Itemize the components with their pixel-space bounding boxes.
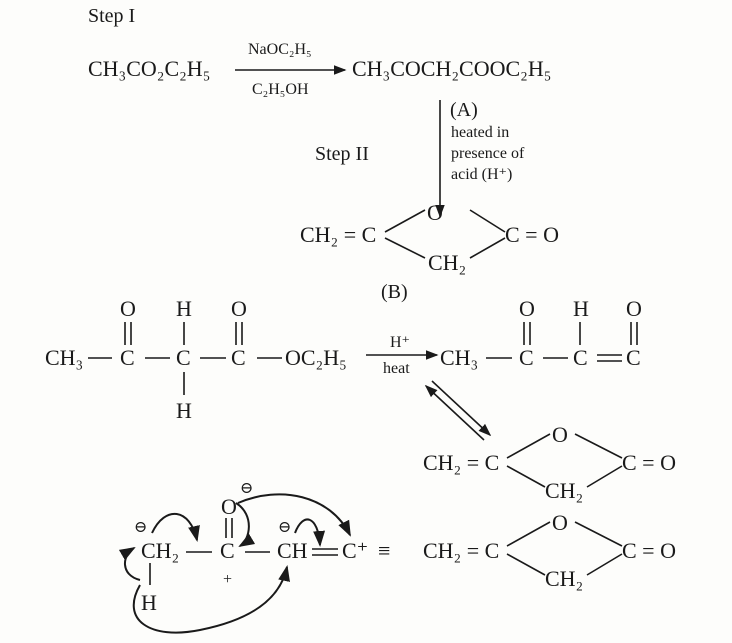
atom: CH₃ (45, 345, 83, 370)
curved-arrow (294, 518, 326, 547)
mechanism-structure: ⊖ CH₂ H C + O ⊖ ⊖ CH C⁺ ≡ (118, 480, 390, 634)
atom: C (220, 538, 235, 563)
curved-arrow (118, 546, 141, 581)
atom: OC₂H₅ (285, 345, 347, 370)
atom: H (176, 296, 192, 321)
atom: O (626, 296, 642, 321)
ring-oxygen: O (552, 510, 568, 535)
bond (574, 521, 623, 547)
negative-charge: ⊖ (278, 519, 291, 536)
diketene-ring-b: CH₂ = C O C = O CH₂ (300, 200, 559, 275)
equivalence-sign: ≡ (378, 538, 390, 563)
reagent-bottom: C₂H₅OH (252, 81, 309, 98)
ring-left: CH₂ = C (423, 538, 499, 563)
ketene-intermediate-structure: CH₃ C O C H C O (440, 296, 642, 370)
positive-charge: + (223, 571, 232, 588)
arrow-top-label: H⁺ (390, 334, 410, 351)
bond (506, 553, 546, 576)
bond (506, 433, 551, 459)
ring-left: CH₂ = C (300, 222, 376, 247)
atom: C⁺ (342, 538, 368, 563)
bond (384, 237, 426, 259)
bond (574, 433, 623, 459)
atom: H (573, 296, 589, 321)
atom: C (176, 345, 191, 370)
reactant-ethyl-acetate: CH₃CO₂C₂H₅ (88, 56, 210, 81)
atom: O (519, 296, 535, 321)
equilibrium-arrows (424, 380, 492, 441)
product-a-tag: (A) (450, 99, 478, 121)
atom: O (221, 494, 237, 519)
ring-oxygen: O (427, 200, 443, 225)
product-a: CH₃COCH₂COOC₂H₅ (352, 56, 551, 81)
curved-arrow (151, 513, 200, 542)
ring-oxygen: O (552, 422, 568, 447)
atom: O (231, 296, 247, 321)
reverse-arrow (424, 384, 485, 441)
condition-line: acid (H⁺) (451, 166, 512, 183)
bond (506, 521, 551, 547)
ring-carbonyl: C = O (622, 538, 676, 563)
diketene-ring: CH₂ = C O C = O CH₂ (423, 422, 676, 503)
bond (469, 209, 506, 233)
reagent-top: NaOC₂H₅ (248, 41, 312, 58)
step2-label: Step II (315, 143, 369, 165)
ring-left: CH₂ = C (423, 450, 499, 475)
product-b-tag: (B) (381, 281, 408, 303)
bond (586, 465, 623, 488)
negative-charge: ⊖ (134, 519, 147, 536)
ring-ch2: CH₂ (428, 250, 466, 275)
ring-ch2: CH₂ (545, 566, 583, 591)
ethyl-acetoacetate-structure: CH₃ C O C H H C O OC₂H₅ (45, 296, 347, 423)
forward-arrow (431, 380, 492, 437)
atom: C (573, 345, 588, 370)
curved-arrow (237, 493, 351, 537)
bond (469, 237, 506, 259)
atom: H (176, 398, 192, 423)
condition-line: heated in (451, 124, 509, 141)
bond (586, 553, 623, 576)
condition-line: presence of (451, 145, 525, 162)
ring-carbonyl: C = O (505, 222, 559, 247)
atom: C (120, 345, 135, 370)
atom: C (231, 345, 246, 370)
arrow-bottom-label: heat (383, 360, 410, 377)
negative-charge: ⊖ (240, 480, 253, 497)
atom: O (120, 296, 136, 321)
bond (384, 209, 426, 233)
curved-arrow (132, 565, 290, 634)
curved-arrow (235, 502, 256, 548)
bond (506, 465, 546, 488)
atom: C (519, 345, 534, 370)
ring-carbonyl: C = O (622, 450, 676, 475)
ring-ch2: CH₂ (545, 478, 583, 503)
atom: C (626, 345, 641, 370)
diketene-ring-final: CH₂ = C O C = O CH₂ (423, 510, 676, 591)
atom: H (141, 590, 157, 615)
atom: CH₂ (141, 538, 179, 563)
atom: CH₃ (440, 345, 478, 370)
atom: CH (277, 538, 308, 563)
step1-label: Step I (88, 5, 135, 27)
